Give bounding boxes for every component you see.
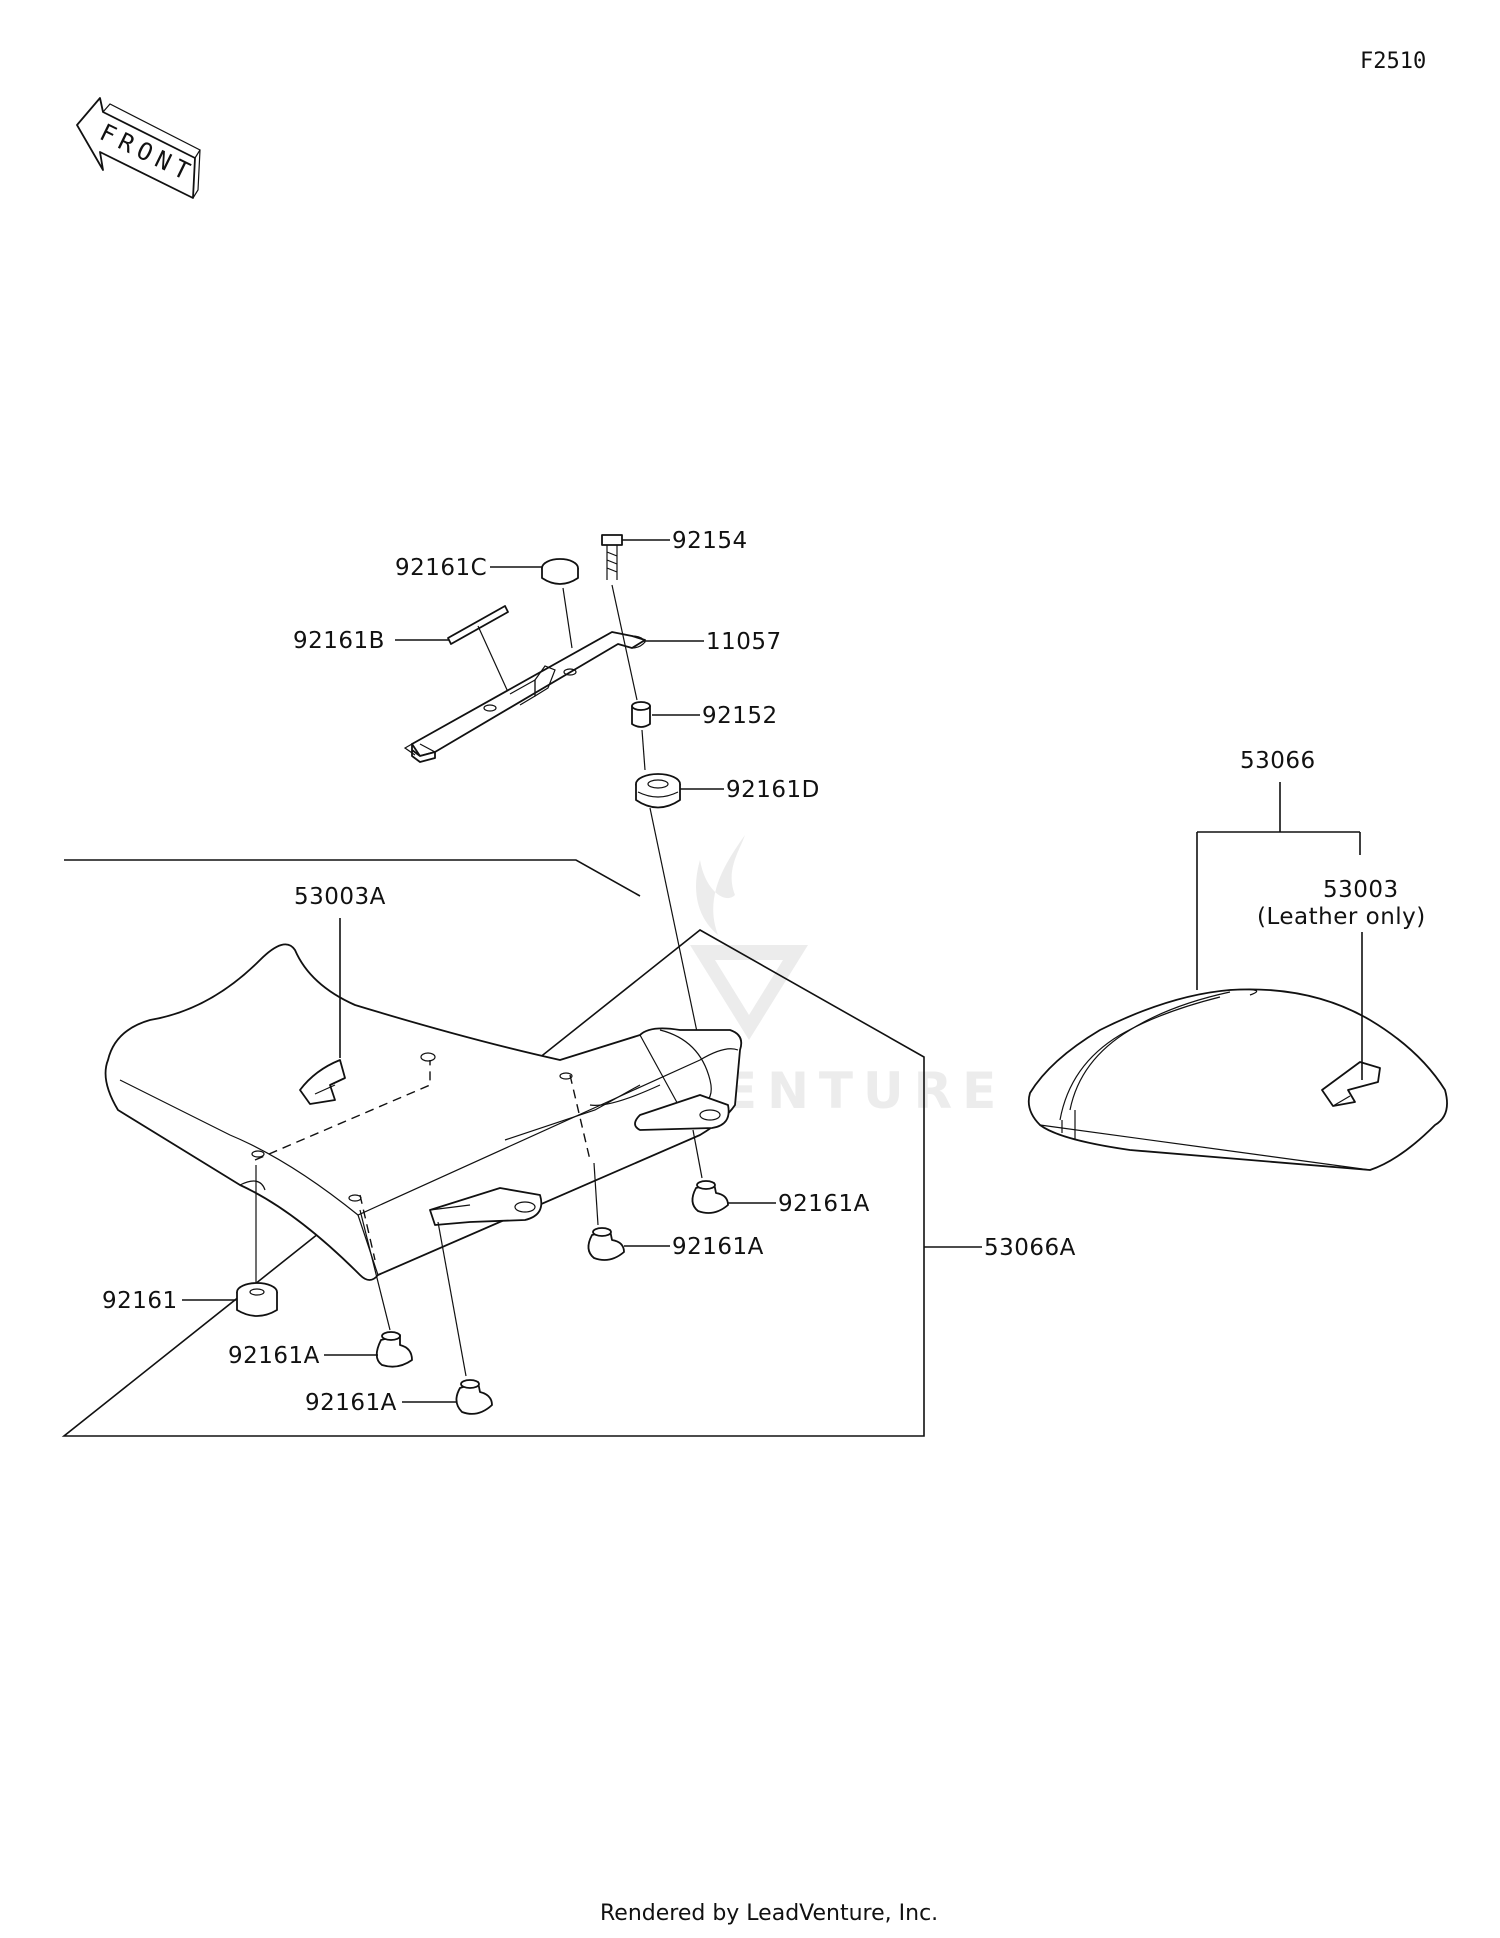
assembly-frame-53066A — [61, 859, 925, 1437]
svg-text:92154: 92154 — [672, 528, 748, 554]
svg-text:11057: 11057 — [706, 629, 782, 655]
svg-text:92161A: 92161A — [228, 1343, 320, 1369]
callout-92161A-3: 92161A — [587, 1162, 764, 1261]
callout-92161D: 92161D — [635, 773, 820, 809]
seat-53066A — [104, 943, 743, 1281]
svg-text:92161C: 92161C — [395, 555, 487, 581]
footer-credit: Rendered by LeadVenture, Inc. — [600, 1901, 938, 1926]
callout-53003: 53003 (Leather only) — [1257, 877, 1426, 1080]
callout-53003A: 53003A — [294, 884, 386, 1058]
svg-text:92152: 92152 — [702, 703, 778, 729]
svg-text:53003: 53003 — [1323, 877, 1399, 903]
svg-text:(Leather only): (Leather only) — [1257, 904, 1426, 930]
callout-92161A-2: 92161A — [305, 1221, 493, 1416]
callout-53066: 53066 — [1196, 748, 1361, 990]
pillion-seat-53066 — [1027, 988, 1448, 1171]
callout-92161A-1: 92161A — [228, 1209, 413, 1369]
svg-text:92161D: 92161D — [726, 777, 820, 803]
svg-text:92161A: 92161A — [305, 1390, 397, 1416]
callout-92161C: 92161C — [395, 555, 579, 649]
svg-text:92161B: 92161B — [293, 628, 385, 654]
svg-text:92161A: 92161A — [778, 1191, 870, 1217]
svg-text:53066A: 53066A — [984, 1235, 1076, 1261]
callout-92154: 92154 — [601, 528, 748, 580]
callout-92152: 92152 — [631, 701, 778, 729]
svg-text:92161: 92161 — [102, 1288, 178, 1314]
front-arrow-icon: FRONT — [76, 97, 201, 199]
svg-text:53003A: 53003A — [294, 884, 386, 910]
callout-92161: 92161 — [102, 1165, 278, 1317]
callout-92161B: 92161B — [293, 605, 509, 693]
callout-92161A-4: 92161A — [691, 1129, 870, 1217]
svg-text:92161A: 92161A — [672, 1234, 764, 1260]
callout-53066A: 53066A — [924, 1235, 1076, 1261]
bracket-11057: 11057 — [403, 629, 782, 763]
svg-text:53066: 53066 — [1240, 748, 1316, 774]
diagram-code: F2510 — [1360, 49, 1426, 74]
